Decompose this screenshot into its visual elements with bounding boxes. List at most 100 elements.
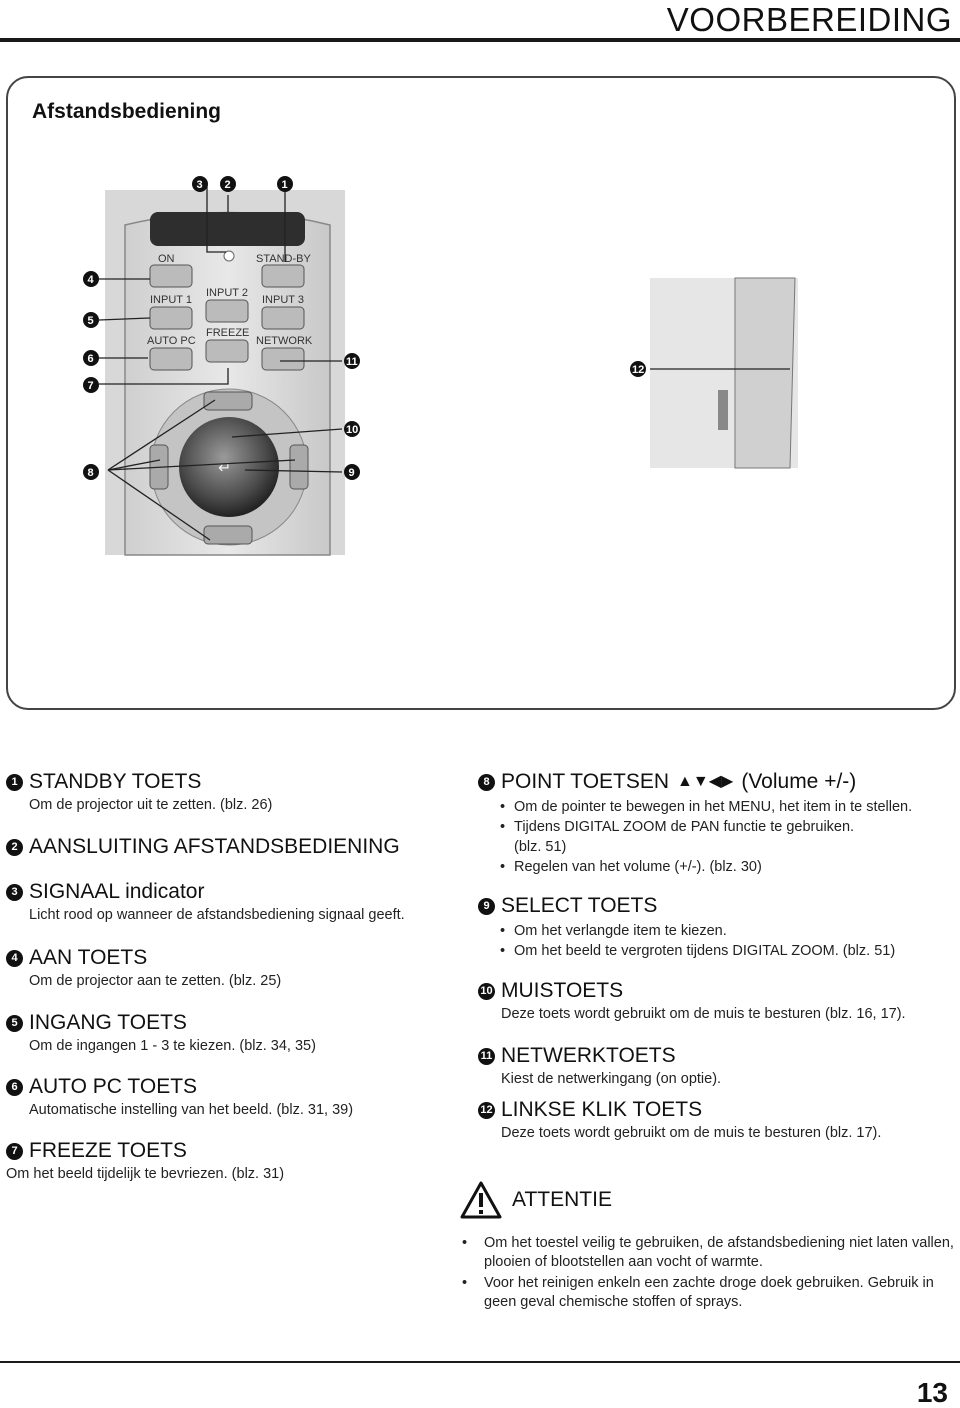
callout-1: 1 xyxy=(282,179,288,191)
section-desc: Deze toets wordt gebruikt om de muis te … xyxy=(501,1125,882,1141)
section-title: MUISTOETS xyxy=(501,979,624,1002)
callout-badges: 3 2 1 4 5 6 7 8 9 10 11 12 xyxy=(83,176,646,480)
enter-icon: ↵ xyxy=(218,458,231,477)
section-title: AAN TOETS xyxy=(29,946,148,969)
section-title: INGANG TOETS xyxy=(29,1011,187,1034)
leader-lines xyxy=(98,185,790,541)
section-desc: Om de ingangen 1 - 3 te kiezen. (blz. 34… xyxy=(29,1038,316,1054)
figure-title: Afstandsbediening xyxy=(32,100,222,123)
list-item: Om het beeld te vergroten tijdens DIGITA… xyxy=(478,941,948,961)
section-signal-indicator: 3 SIGNAAL indicator Licht rood op wanneer… xyxy=(6,879,476,925)
section-title: LINKSE KLIK TOETS xyxy=(501,1098,703,1121)
number-badge: 5 xyxy=(6,1014,23,1032)
section-on-button: 4 AAN TOETS Om de projector aan te zetten… xyxy=(6,945,476,991)
page-header-title: VOORBEREIDING xyxy=(666,1,952,38)
input2-label: INPUT 2 xyxy=(206,287,248,299)
list-item: (blz. 51) xyxy=(478,837,948,857)
section-title: NETWERKTOETS xyxy=(501,1044,676,1067)
number-badge: 4 xyxy=(6,949,23,967)
callout-6: 6 xyxy=(88,353,94,365)
section-remote-connection: 2 AANSLUITING AFSTANDSBEDIENING xyxy=(6,834,476,860)
input2-button-shape xyxy=(205,299,249,323)
section-input-button: 5 INGANG TOETS Om de ingangen 1 - 3 te ki… xyxy=(6,1010,476,1056)
section-desc: Deze toets wordt gebruikt om de muis te … xyxy=(501,1006,906,1022)
on-label: ON xyxy=(158,253,175,265)
section-desc: Om de projector uit te zetten. (blz. 26) xyxy=(29,797,273,813)
callout-12: 12 xyxy=(632,364,644,376)
number-badge: 12 xyxy=(478,1101,495,1119)
list-item-text: (blz. 51) xyxy=(514,839,567,855)
caution-item: Om het toestel veilig te gebruiken, de a… xyxy=(460,1234,955,1272)
caution-heading: ATTENTIE xyxy=(460,1180,612,1220)
section-desc: Licht rood op wanneer de afstandsbedieni… xyxy=(29,907,405,923)
bullet-list: Om het verlangde item te kiezen. Om het … xyxy=(478,921,948,961)
section-title: AANSLUITING AFSTANDSBEDIENING xyxy=(29,835,400,858)
input1-button-shape xyxy=(149,306,193,330)
callout-2: 2 xyxy=(225,179,231,191)
list-item: Tijdens DIGITAL ZOOM de PAN functie te g… xyxy=(478,817,948,837)
section-desc: Automatische instelling van het beeld. (… xyxy=(29,1102,354,1118)
caution-list: Om het toestel veilig te gebruiken, de a… xyxy=(460,1234,955,1314)
side-button xyxy=(718,390,728,430)
footer-rule xyxy=(0,1361,960,1363)
section-title: FREEZE TOETS xyxy=(29,1139,187,1162)
section-title: SIGNAAL indicator xyxy=(29,880,205,903)
on-button-shape xyxy=(149,264,193,288)
callout-4: 4 xyxy=(88,274,95,286)
bullet-list: Om de pointer te bewegen in het MENU, he… xyxy=(478,797,948,877)
number-badge: 7 xyxy=(6,1142,23,1160)
callout-7: 7 xyxy=(88,380,94,392)
section-title: AUTO PC TOETS xyxy=(29,1075,198,1098)
dpad-right xyxy=(289,444,309,490)
standby-button-shape xyxy=(261,264,305,288)
section-title: STANDBY TOETS xyxy=(29,770,202,793)
callout-10: 10 xyxy=(346,424,358,436)
number-badge: 6 xyxy=(6,1078,23,1096)
callout-9: 9 xyxy=(349,467,355,479)
network-label: NETWORK xyxy=(256,335,313,347)
freeze-label: FREEZE xyxy=(206,327,249,339)
callout-5: 5 xyxy=(88,315,94,327)
network-button-shape xyxy=(261,347,305,371)
autopc-label: AUTO PC xyxy=(147,335,196,347)
list-item: Om de pointer te bewegen in het MENU, he… xyxy=(478,797,948,817)
section-freeze-button: 7 FREEZE TOETS Om het beeld tijdelijk te … xyxy=(6,1138,476,1184)
section-mouse-button: 10 MUISTOETS Deze toets wordt gebruikt om… xyxy=(478,978,948,1024)
remote-side-body xyxy=(734,277,796,469)
caution-label: ATTENTIE xyxy=(512,1188,612,1211)
section-select-button: 9 SELECT TOETS Om het verlangde item te k… xyxy=(478,893,948,961)
select-dial xyxy=(179,417,279,517)
number-badge: 2 xyxy=(6,838,23,856)
section-desc: Om de projector aan te zetten. (blz. 25) xyxy=(29,973,282,989)
section-desc: Om het beeld tijdelijk te bevriezen. (bl… xyxy=(6,1166,285,1182)
header-rule xyxy=(0,38,960,42)
callout-8: 8 xyxy=(88,467,94,479)
number-badge: 8 xyxy=(478,773,495,791)
section-autopc-button: 6 AUTO PC TOETS Automatische instelling v… xyxy=(6,1074,476,1120)
section-title: SELECT TOETS xyxy=(501,894,658,917)
remote-top-strip xyxy=(150,212,305,246)
page-number: 13 xyxy=(916,1377,948,1408)
number-badge: 10 xyxy=(478,982,495,1000)
number-badge: 9 xyxy=(478,897,495,915)
signal-indicator-icon xyxy=(223,250,235,262)
remote-control-illustration: ON STAND-BY INPUT 1 INPUT 2 INPUT 3 AUTO… xyxy=(83,176,798,556)
arrow-icons: ▲▼◀▶ xyxy=(677,773,734,790)
number-badge: 3 xyxy=(6,883,23,901)
autopc-button-shape xyxy=(149,347,193,371)
section-network-button: 11 NETWERKTOETS Kiest de netwerkingang (o… xyxy=(478,1043,948,1089)
input1-label: INPUT 1 xyxy=(150,294,192,306)
list-item: Om het verlangde item te kiezen. xyxy=(478,921,948,941)
section-left-click-button: 12 LINKSE KLIK TOETS Deze toets wordt geb… xyxy=(478,1097,948,1143)
section-desc: Kiest de netwerkingang (on optie). xyxy=(501,1071,722,1087)
callout-11: 11 xyxy=(346,356,358,368)
dpad-down xyxy=(203,525,253,545)
number-badge: 11 xyxy=(478,1047,495,1065)
warning-icon xyxy=(460,1181,502,1219)
dpad-up xyxy=(203,391,253,411)
freeze-button-shape xyxy=(205,339,249,363)
section-title: POINT TOETSEN xyxy=(501,770,670,793)
callout-3: 3 xyxy=(197,179,203,191)
